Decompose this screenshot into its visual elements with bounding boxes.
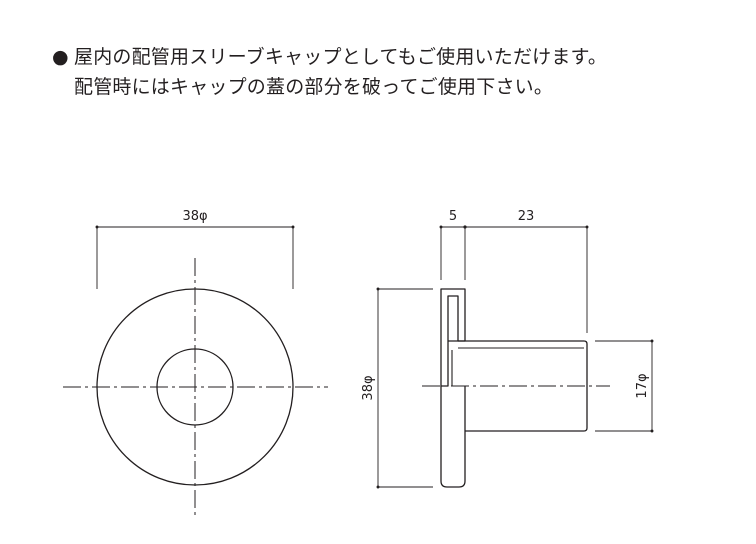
- note-line-1: ●屋内の配管用スリーブキャップとしてもご使用いただけます。: [52, 42, 742, 72]
- flange-thickness-label: 5: [449, 209, 457, 224]
- front-outer-diameter-label: 38φ: [182, 209, 207, 224]
- usage-notes: ●屋内の配管用スリーブキャップとしてもご使用いただけます。 配管時にはキャップの…: [52, 42, 742, 102]
- body-length-label: 23: [518, 209, 535, 224]
- flange-lower: [440, 386, 466, 488]
- note-text-1: 屋内の配管用スリーブキャップとしてもご使用いただけます。: [74, 46, 608, 68]
- note-text-2: 配管時にはキャップの蓋の部分を破ってご使用下さい。: [74, 76, 554, 98]
- bullet-icon: ●: [52, 46, 69, 68]
- body-tube: [448, 340, 588, 432]
- flange-upper: [440, 288, 466, 387]
- front-view: 38φ: [63, 209, 328, 516]
- note-line-2: 配管時にはキャップの蓋の部分を破ってご使用下さい。: [52, 72, 742, 102]
- side-inner-diameter-label: 17φ: [635, 373, 650, 398]
- side-outer-diameter-label: 38φ: [361, 375, 376, 400]
- side-view: 5 23 38φ 17φ: [361, 209, 654, 489]
